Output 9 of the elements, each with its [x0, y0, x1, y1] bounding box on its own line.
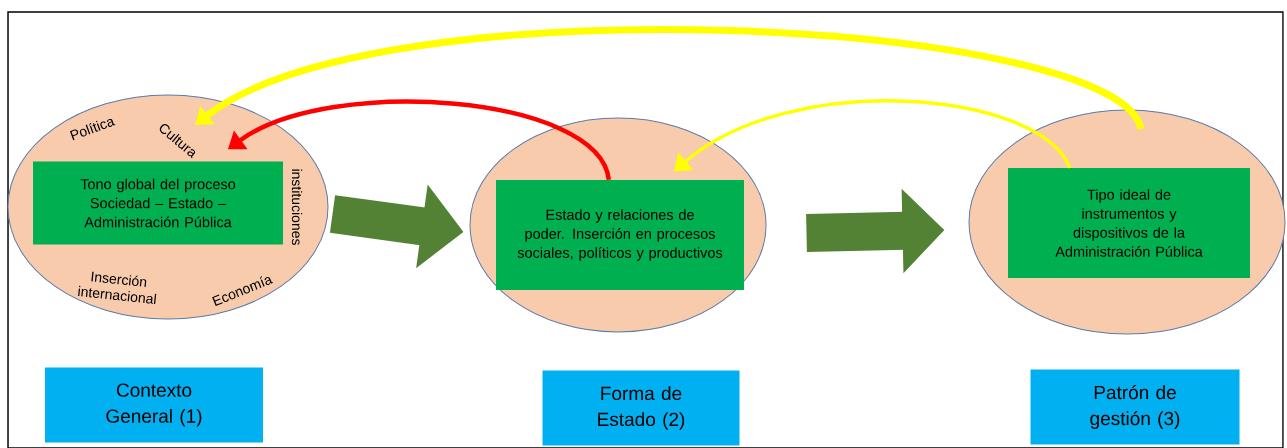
text-box: Tono global del proceso Sociedad – Estado – Administración Pública	[33, 161, 283, 245]
ellipse-word: Política	[69, 118, 116, 141]
text-box: Estado y relaciones de poder. Inserción en procesos sociales, políticos y productivos	[496, 180, 744, 290]
ellipse-word: Inserción internacional	[78, 271, 157, 305]
text-box: Tipo ideal de instrumentos y dispositivos de la Administración Pública	[1008, 168, 1250, 278]
label-box: Patrón de gestión (3)	[1030, 369, 1240, 445]
ellipse-word: instituciones	[291, 169, 303, 245]
label-box: Forma de Estado (2)	[542, 370, 740, 446]
label-box: Contexto General (1)	[45, 367, 263, 443]
